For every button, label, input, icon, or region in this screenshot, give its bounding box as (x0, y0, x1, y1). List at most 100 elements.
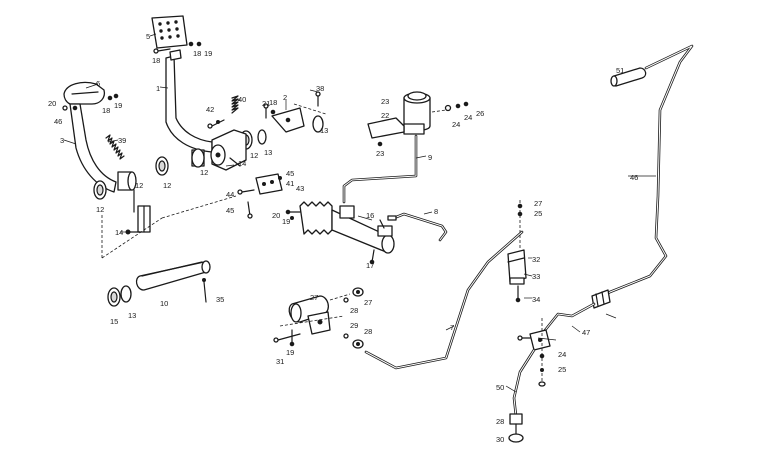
label-46-top: 51 (616, 66, 624, 75)
pipe-43 (594, 44, 694, 302)
label-17: 18 (152, 56, 160, 65)
label-38: 42 (206, 105, 214, 114)
label-38b: 43 (296, 184, 304, 193)
fluid-reservoir-21 (403, 91, 431, 135)
label-41: 45 (286, 169, 294, 178)
pin-35 (202, 278, 207, 303)
reservoir-bracket-20 (367, 117, 405, 147)
label-24b: 25 (534, 209, 542, 218)
label-24: 24 (464, 113, 472, 122)
leader-lines (63, 33, 656, 393)
label-22: 23 (376, 149, 384, 158)
label-7: 7 (450, 323, 454, 332)
slave-cylinder-26 (273, 293, 351, 347)
return-spring-31-left (105, 134, 125, 160)
label-12-left: 12 (96, 205, 104, 214)
label-45: 50 (496, 383, 504, 392)
pedal-stop-51 (207, 119, 225, 129)
label-28a: 28 (350, 306, 358, 315)
flex-hose-45 (512, 348, 536, 418)
label-12-right: 12 (250, 151, 258, 160)
pressure-pipe-8 (387, 212, 448, 242)
label-12-d: 12 (200, 168, 208, 177)
washers-13 (257, 115, 324, 145)
label-27b: 28 (364, 327, 372, 336)
pad-bolts (153, 41, 202, 54)
pedal-arm-1 (165, 49, 213, 153)
label-13-c: 13 (320, 126, 328, 135)
bleed-nipples-27-28 (343, 287, 364, 349)
label-2: 2 (283, 93, 287, 102)
washers-13-15 (107, 285, 132, 307)
clevis-37 (255, 173, 283, 195)
pedal-pad-6 (63, 81, 106, 105)
cross-shaft-10 (135, 260, 211, 291)
label-6: 6 (96, 79, 100, 88)
hose-46-bottom (591, 289, 611, 309)
label-23b: 24 (558, 350, 566, 359)
pedal-arm-3 (69, 103, 117, 193)
label-26: 27 (310, 293, 318, 302)
label-17b: 17 (366, 261, 374, 270)
union-fitting-47-50 (517, 318, 551, 388)
label-40: 45 (226, 206, 234, 215)
label-15: 15 (110, 317, 118, 326)
label-1: 1 (156, 84, 160, 93)
label-14-right: 14 (238, 159, 246, 168)
label-25: 26 (476, 109, 484, 118)
label-5: 5 (146, 32, 150, 41)
label-10: 10 (160, 299, 168, 308)
label-27c: 28 (496, 417, 504, 426)
bracket-2 (271, 100, 305, 133)
label-39: 44 (226, 190, 234, 199)
clip-bolts (515, 200, 523, 303)
label-19d: 21 (262, 99, 270, 108)
label-16: 16 (366, 211, 374, 220)
label-12-c: 12 (163, 181, 171, 190)
part-labels: 5 18 18 19 1 6 18 19 20 46 3 39 12 12 12… (48, 32, 638, 444)
label-19b: 19 (114, 101, 122, 110)
label-33: 33 (532, 272, 540, 281)
hose-end-27-28 (508, 413, 524, 443)
label-21: 23 (381, 97, 389, 106)
clutch-pipe-7 (364, 230, 524, 370)
label-14-left: 14 (115, 228, 123, 237)
label-44: 47 (582, 328, 590, 337)
label-18: 18 (193, 49, 201, 58)
label-31-left: 39 (118, 136, 126, 145)
label-27a: 27 (364, 298, 372, 307)
label-28b: 29 (350, 321, 358, 330)
hose-clip-32-33 (507, 249, 527, 285)
label-18d: 19 (282, 217, 290, 226)
label-28c: 30 (496, 435, 504, 444)
label-42: 46 (54, 117, 62, 126)
label-18c: 18 (269, 98, 277, 107)
return-spring-31-right (231, 95, 239, 114)
label-35: 35 (216, 295, 224, 304)
pipe-end-46-top (610, 67, 647, 87)
label-25b: 27 (534, 199, 542, 208)
label-19: 19 (204, 49, 212, 58)
pedal-pad-5 (151, 15, 188, 49)
label-13-b: 13 (264, 148, 272, 157)
label-34: 34 (532, 295, 540, 304)
label-18e: 19 (286, 348, 294, 357)
label-13-a: 13 (128, 311, 136, 320)
label-30: 38 (316, 84, 324, 93)
label-12-b: 12 (135, 181, 143, 190)
pivot-pin-14-left (125, 189, 151, 235)
label-32: 32 (532, 255, 540, 264)
bolts-39-40-41 (237, 176, 282, 219)
label-23: 24 (452, 120, 460, 129)
label-24c: 25 (558, 365, 566, 374)
label-37: 41 (286, 179, 294, 188)
label-3: 3 (60, 136, 64, 145)
bracket-bolts (263, 91, 327, 119)
label-18b: 18 (102, 106, 110, 115)
label-29: 31 (276, 357, 284, 366)
pedal-bracket (210, 129, 247, 171)
label-19e: 20 (272, 211, 280, 220)
pedal-bolts-left (62, 93, 119, 111)
